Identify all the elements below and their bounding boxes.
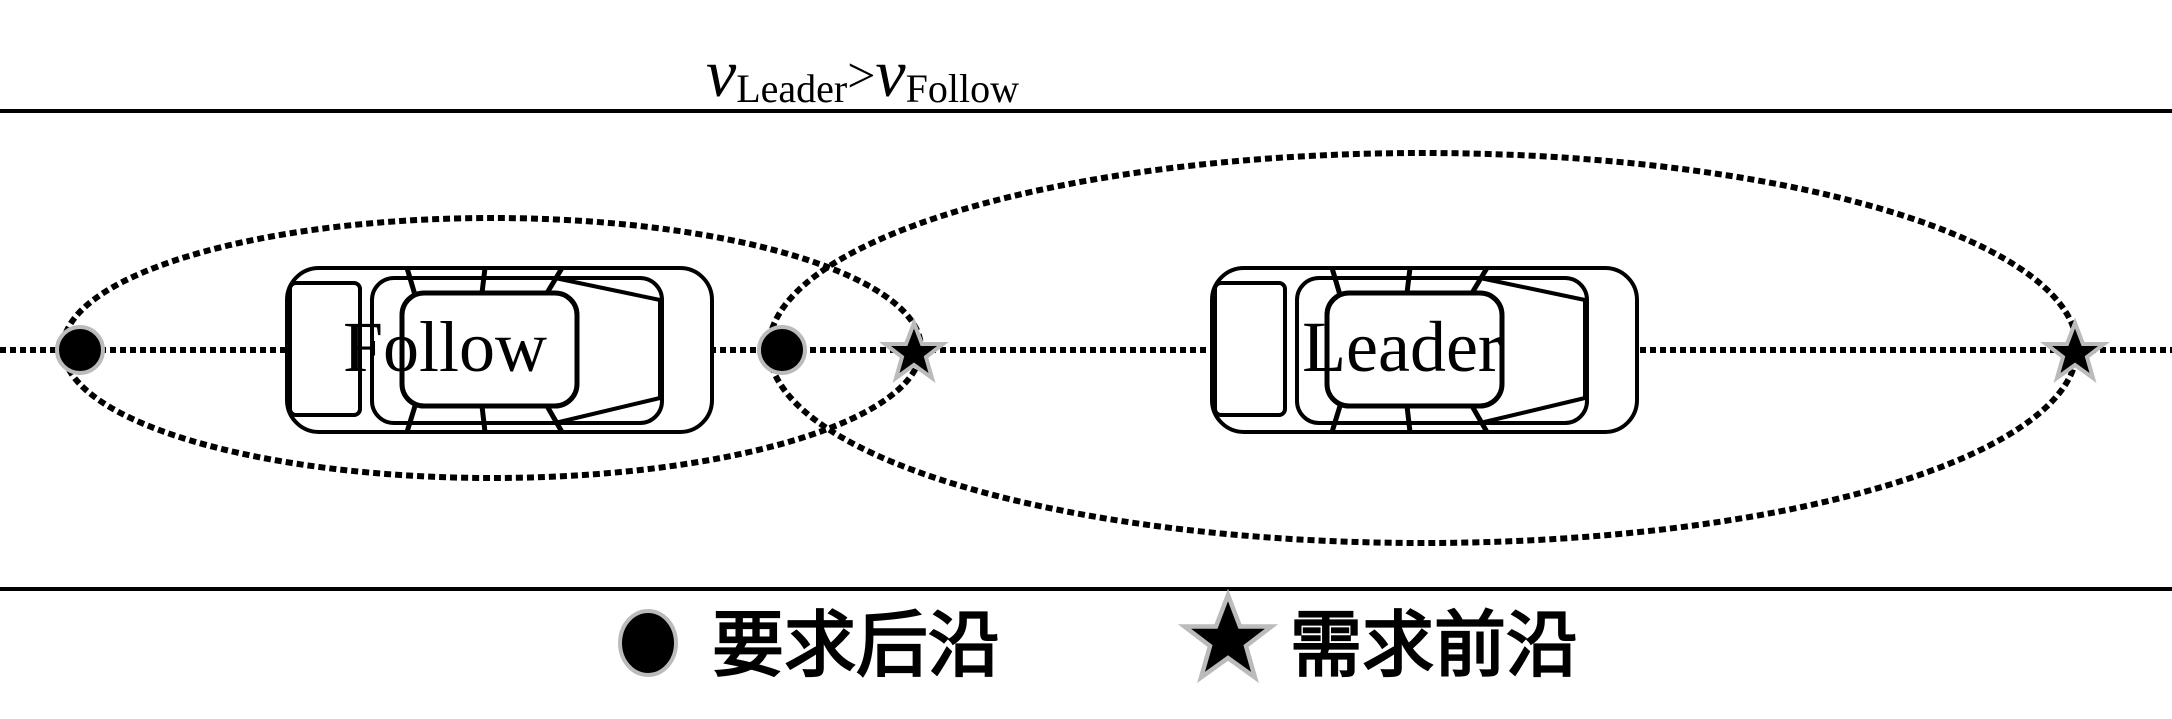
front-edge-star-icon — [2044, 321, 2106, 380]
leader-car: Leader — [1212, 268, 1637, 432]
speed-relation-title: vLeader>vFollow — [706, 35, 1019, 111]
legend-label-front-edge: 需求前沿 — [1290, 603, 1578, 687]
legend-label-rear-edge: 要求后沿 — [712, 603, 1000, 687]
legend: 要求后沿 需求前沿 — [618, 595, 1578, 687]
follow-car-label: Follow — [343, 307, 547, 387]
legend-circle-icon — [618, 609, 678, 677]
rear-edge-marker — [55, 325, 105, 375]
rear-edge-marker — [757, 325, 807, 375]
follow-car: Follow — [287, 268, 712, 432]
legend-star-icon — [1185, 595, 1272, 678]
leader-car-label: Leader — [1302, 307, 1502, 387]
